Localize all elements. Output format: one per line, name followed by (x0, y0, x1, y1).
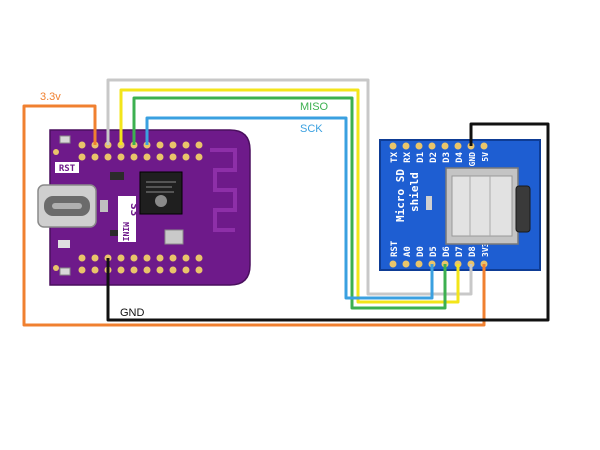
model-silk-box (118, 196, 136, 242)
smd-part (100, 200, 108, 212)
mcu-board: RST S3 MINI (37, 129, 251, 286)
shield-subtitle: shield (408, 172, 421, 212)
pin-label-d7: D7 (455, 246, 465, 257)
pin-label-d6: D6 (442, 246, 452, 257)
pin-label-tx: TX (390, 151, 400, 162)
usb-c-tongue (52, 203, 82, 209)
antenna-trace (210, 148, 237, 232)
sd-shield: TX RX D1 D2 D3 D4 GND 5V RST A0 D0 D5 D6… (379, 139, 541, 271)
smd-part (110, 172, 124, 180)
chip-logo (155, 195, 167, 207)
led (58, 240, 70, 248)
model-label: S3 (128, 203, 141, 216)
wire-miso (132, 96, 447, 310)
smd-part (110, 230, 120, 236)
wire-mosi (119, 88, 460, 304)
pin-label-5v: 5V (481, 152, 490, 162)
smd-part (426, 196, 432, 210)
label-miso: MISO (300, 101, 329, 113)
wire-cs (106, 78, 473, 296)
mini-label: MINI (121, 222, 130, 241)
pin-label-d5: D5 (429, 246, 439, 257)
shield-title: Micro SD (394, 169, 407, 222)
pin-label-rx: RX (403, 151, 413, 162)
pin-label-gnd: GND (468, 152, 477, 167)
pin-label-d1: D1 (416, 152, 426, 163)
mcu-bottom-header (78, 254, 203, 274)
label-gnd: GND (120, 307, 145, 319)
wire-sck (145, 116, 434, 300)
mcu-left-pads (53, 149, 59, 271)
wires (22, 78, 550, 327)
pin-label-d4: D4 (455, 151, 465, 162)
pin-label-d8: D8 (468, 246, 478, 257)
rst-label: RST (59, 164, 76, 174)
esp32-chip (139, 171, 183, 215)
rst-button (59, 135, 71, 144)
wire-3v3 (22, 104, 486, 327)
rst-silk-box (55, 162, 79, 173)
pin-label-d3: D3 (442, 152, 452, 163)
smd-part (164, 229, 184, 245)
sd-slot-cover (451, 175, 513, 237)
label-3v3: 3.3v (40, 91, 61, 103)
mcu-top-header (78, 141, 203, 161)
pin-label-rst: RST (390, 240, 400, 257)
wire-gnd (106, 122, 550, 322)
label-sck: SCK (300, 123, 323, 135)
pin-label-3v3: 3V3 (481, 242, 490, 257)
pin-label-a0: A0 (403, 246, 413, 257)
boot-button (59, 267, 71, 276)
pin-label-d2: D2 (429, 152, 439, 163)
pin-label-d0: D0 (416, 246, 426, 257)
sd-card (515, 185, 531, 233)
